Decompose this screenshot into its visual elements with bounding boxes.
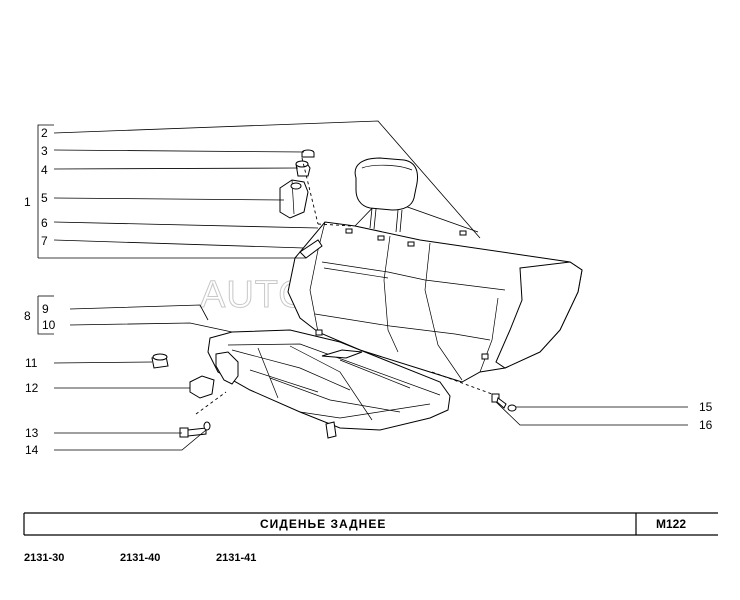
callout-14: 14 <box>25 443 39 457</box>
callout-8: 8 <box>24 309 31 323</box>
callout-16: 16 <box>699 418 713 432</box>
model-list: 2131-30 2131-40 2131-41 <box>24 552 256 564</box>
title-block: СИДЕНЬЕ ЗАДНЕЕ М122 <box>23 512 718 536</box>
callout-numbers: 1 2 3 4 5 6 7 8 9 10 11 12 13 14 15 16 <box>24 126 713 457</box>
part-13-bolt <box>179 427 207 438</box>
drawing-title: СИДЕНЬЕ ЗАДНЕЕ <box>260 517 386 531</box>
part-11-bushing <box>151 353 169 369</box>
model-code: 2131-40 <box>120 552 160 564</box>
headrest <box>354 157 418 233</box>
part-4-guide-sleeve <box>295 160 311 177</box>
seat-cushion <box>207 329 451 439</box>
callout-9: 9 <box>42 302 49 316</box>
callout-12: 12 <box>25 381 39 395</box>
model-code: 2131-30 <box>24 552 64 564</box>
model-code: 2131-41 <box>216 552 256 564</box>
part-15-washer <box>507 404 517 412</box>
callout-6: 6 <box>41 216 48 230</box>
callout-5: 5 <box>41 191 48 205</box>
part-16-bolt <box>491 393 507 409</box>
seat-backrest <box>287 221 583 383</box>
leader-lines <box>37 120 688 451</box>
part-14-washer <box>203 421 211 431</box>
callout-13: 13 <box>25 426 39 440</box>
part-3-cap <box>301 149 315 158</box>
callout-7: 7 <box>41 234 48 248</box>
callout-1: 1 <box>24 195 31 209</box>
callout-11: 11 <box>25 356 38 370</box>
callout-4: 4 <box>41 163 48 177</box>
callout-2: 2 <box>41 126 48 140</box>
drawing-code: М122 <box>656 517 686 531</box>
part-12-pad <box>189 375 215 399</box>
callout-3: 3 <box>41 144 48 158</box>
part-5-guide-body <box>279 179 309 219</box>
callout-10: 10 <box>42 318 56 332</box>
callout-15: 15 <box>699 400 713 414</box>
